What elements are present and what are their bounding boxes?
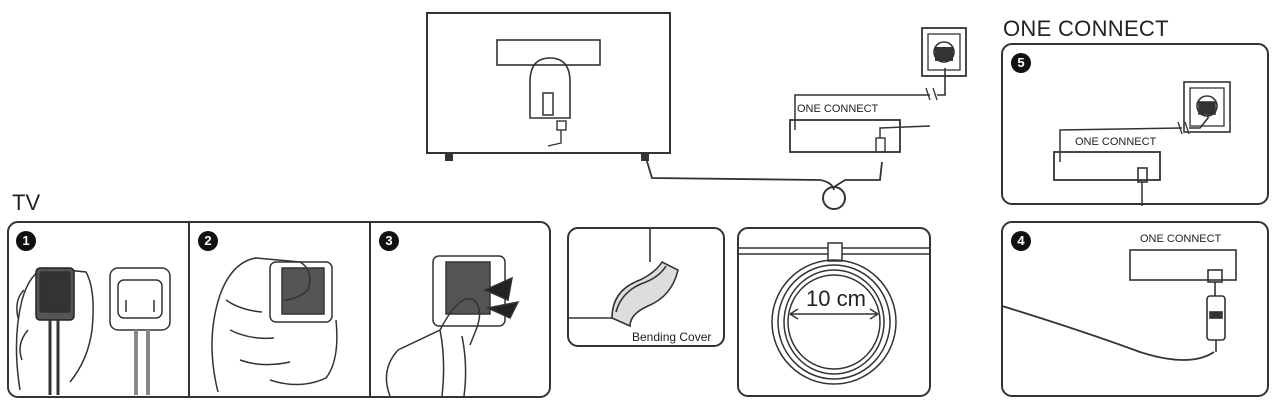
bending-cover-illustration	[568, 228, 679, 328]
step-badge-3: 3	[379, 231, 399, 251]
step4-illustration	[1001, 249, 1237, 361]
step1-illustration	[15, 267, 171, 395]
one-connect-section-title: ONE CONNECT	[1003, 16, 1169, 41]
one-connect-box-label-top: ONE CONNECT	[797, 103, 879, 115]
step-badge-2: 2	[198, 231, 218, 251]
tv-section-title: TV	[12, 190, 41, 215]
step5-illustration	[1053, 81, 1231, 206]
cable-coil-illustration	[738, 242, 930, 385]
tv-rear-illustration	[426, 12, 671, 161]
one-connect-box-top	[789, 27, 967, 153]
step2-illustration	[211, 257, 338, 393]
one-connect-box-label-step5: ONE CONNECT	[1075, 136, 1157, 148]
one-connect-box-label-step4: ONE CONNECT	[1140, 233, 1222, 245]
step-badge-1: 1	[16, 231, 36, 251]
step-badge-5: 5	[1011, 53, 1031, 73]
step3-illustration	[385, 255, 520, 397]
bending-cover-label: Bending Cover	[632, 330, 712, 344]
loop-diameter-label: 10 cm	[806, 286, 866, 311]
step-badge-4: 4	[1011, 231, 1031, 251]
